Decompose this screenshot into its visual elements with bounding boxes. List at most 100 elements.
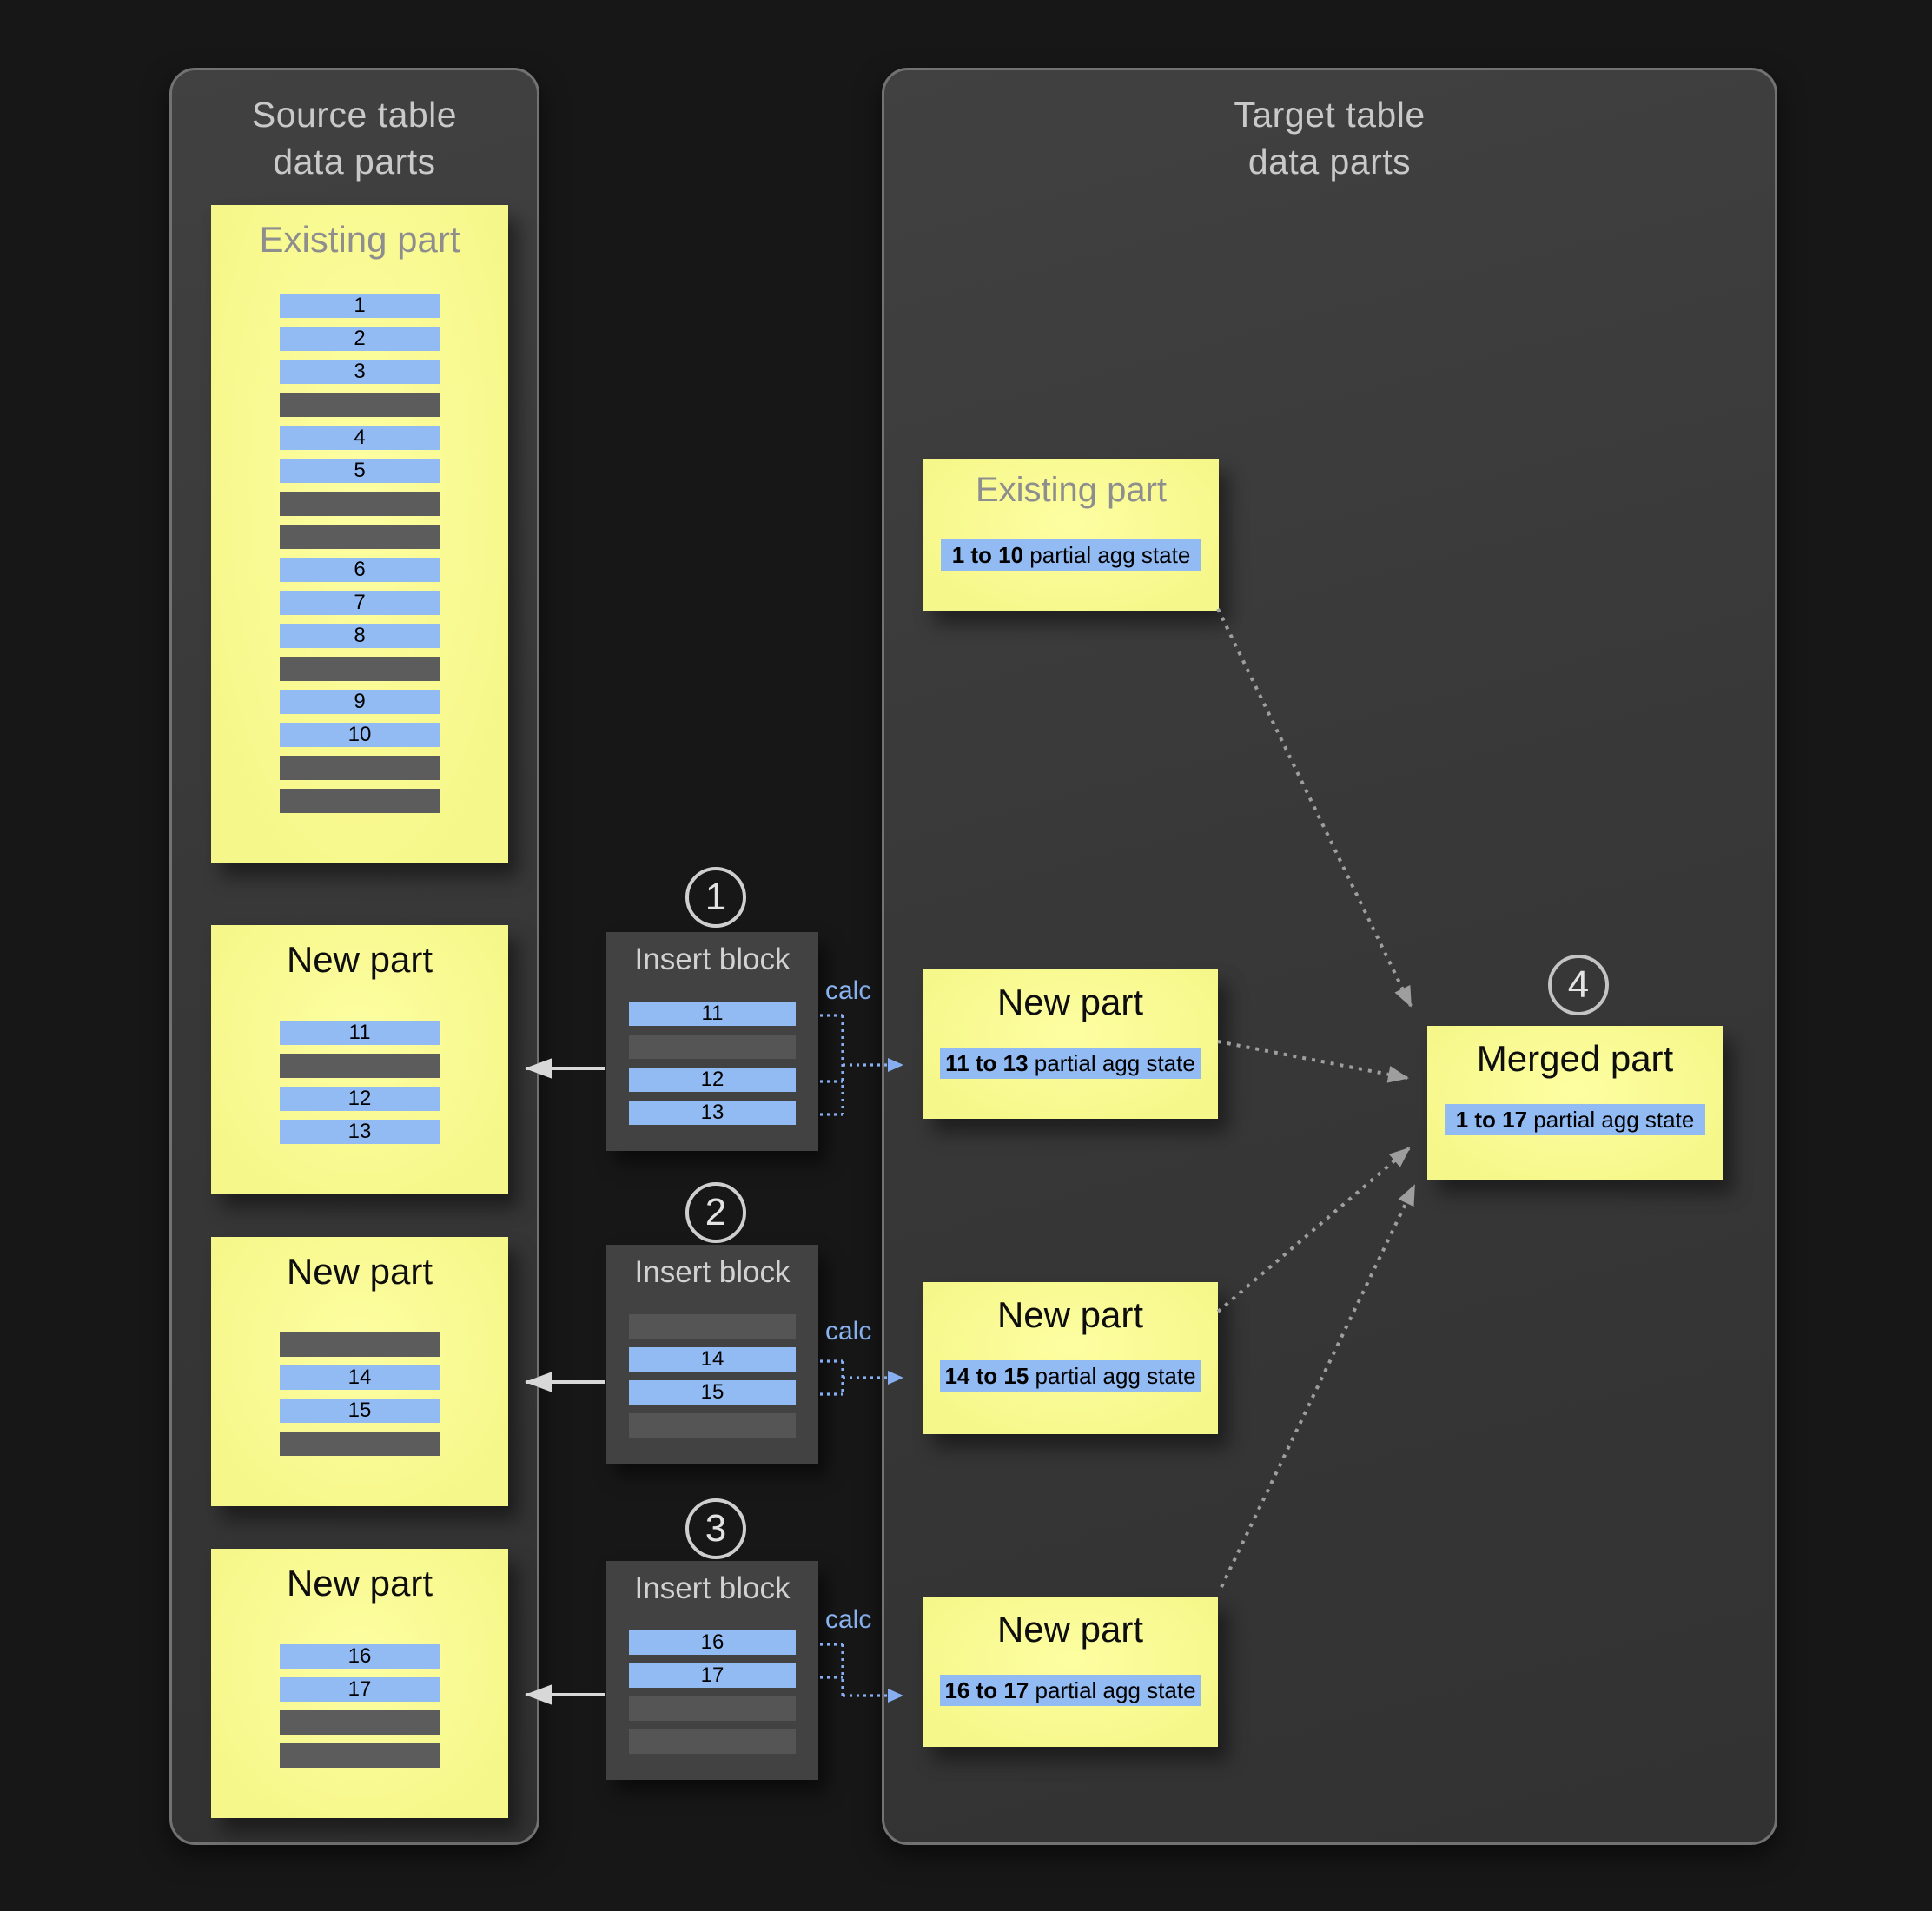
target-new-part-3-title: New part [996, 1609, 1144, 1650]
data-row: 11 [280, 1021, 440, 1045]
insert-block-2-title: Insert block [634, 1255, 791, 1289]
target-new-part-2: New part 14 to 15 partial agg state [923, 1282, 1218, 1434]
empty-row [280, 756, 440, 780]
step-2-badge: 2 [685, 1182, 746, 1243]
agg-suffix: partial agg state [1029, 1362, 1196, 1389]
data-row: 8 [280, 624, 440, 648]
calc-flow-2-collectors [820, 1359, 844, 1396]
step-1-badge: 1 [685, 867, 746, 928]
merged-part-title: Merged part [1476, 1038, 1674, 1079]
target-panel-title-line2: data parts [1247, 142, 1412, 182]
data-row: 15 [280, 1399, 440, 1423]
target-new-part-1-title: New part [996, 982, 1144, 1022]
agg-range: 1 to 17 [1455, 1106, 1528, 1133]
empty-row [629, 1413, 796, 1438]
data-row: 14 [280, 1365, 440, 1390]
calc-label-1: calc [825, 976, 872, 1005]
data-row: 11 [629, 1002, 796, 1026]
empty-row [280, 1054, 440, 1078]
step-3-badge: 3 [685, 1498, 746, 1559]
agg-range: 14 to 15 [944, 1362, 1029, 1389]
step-4-badge: 4 [1548, 955, 1609, 1015]
target-new-part-2-agg-state: 14 to 15 partial agg state [940, 1360, 1201, 1392]
data-row: 15 [629, 1380, 796, 1405]
insert-block-1-title: Insert block [634, 942, 791, 976]
empty-row [280, 1432, 440, 1456]
merged-part-agg-state: 1 to 17 partial agg state [1445, 1104, 1705, 1135]
target-existing-agg-state: 1 to 10 partial agg state [941, 539, 1201, 571]
data-row: 13 [280, 1120, 440, 1144]
source-existing-part: Existing part 1 2 3 4 5 6 7 8 9 10 [211, 205, 508, 863]
empty-row [280, 789, 440, 813]
source-new-part-2-title: New part [286, 1251, 433, 1292]
data-row: 17 [280, 1677, 440, 1702]
empty-row [280, 657, 440, 681]
data-row: 14 [629, 1347, 796, 1372]
target-existing-part: Existing part 1 to 10 partial agg state [923, 459, 1219, 611]
data-row: 3 [280, 360, 440, 384]
agg-suffix: partial agg state [1527, 1106, 1695, 1133]
data-row: 12 [629, 1068, 796, 1092]
data-row: 1 [280, 294, 440, 318]
agg-range: 11 to 13 [945, 1049, 1029, 1076]
empty-row [280, 393, 440, 417]
empty-row [629, 1729, 796, 1754]
merged-part: Merged part 1 to 17 partial agg state [1427, 1026, 1723, 1180]
empty-row [629, 1696, 796, 1721]
source-new-part-1: New part 11 12 13 [211, 925, 508, 1194]
data-row: 16 [280, 1644, 440, 1669]
empty-row [280, 1332, 440, 1357]
empty-row [280, 1710, 440, 1735]
target-new-part-3: New part 16 to 17 partial agg state [923, 1597, 1218, 1747]
target-panel-title: Target table data parts [884, 91, 1775, 185]
data-row: 4 [280, 426, 440, 450]
agg-range: 1 to 10 [951, 541, 1024, 568]
agg-suffix: partial agg state [1023, 541, 1191, 568]
data-row: 7 [280, 591, 440, 615]
empty-row [280, 1743, 440, 1768]
data-row: 6 [280, 558, 440, 582]
target-panel-title-line1: Target table [1234, 95, 1426, 135]
step-3-number: 3 [705, 1507, 727, 1550]
target-table-panel: Target table data parts Existing part 1 … [882, 68, 1777, 1845]
source-new-part-3-title: New part [286, 1563, 433, 1604]
data-row: 9 [280, 690, 440, 714]
source-panel-title-line1: Source table [251, 95, 458, 135]
data-row: 2 [280, 327, 440, 351]
insert-block-1: Insert block 11 12 13 [606, 932, 818, 1151]
source-panel-title: Source table data parts [172, 91, 537, 185]
empty-row [629, 1035, 796, 1059]
calc-flow-1-collectors [820, 1014, 844, 1116]
target-new-part-2-title: New part [996, 1294, 1144, 1335]
data-row: 17 [629, 1663, 796, 1688]
source-new-part-1-rows: 11 12 13 [211, 1021, 508, 1144]
data-row: 10 [280, 723, 440, 747]
agg-suffix: partial agg state [1028, 1049, 1195, 1076]
insert-block-3-title: Insert block [634, 1571, 791, 1605]
data-row: 13 [629, 1101, 796, 1125]
agg-suffix: partial agg state [1029, 1676, 1196, 1703]
source-existing-part-rows: 1 2 3 4 5 6 7 8 9 10 [211, 294, 508, 813]
source-existing-part-title: Existing part [259, 219, 460, 260]
target-new-part-1: New part 11 to 13 partial agg state [923, 969, 1218, 1119]
data-row: 5 [280, 459, 440, 483]
target-new-part-1-agg-state: 11 to 13 partial agg state [940, 1048, 1201, 1079]
data-row: 12 [280, 1087, 440, 1111]
step-1-number: 1 [705, 876, 727, 918]
step-2-number: 2 [705, 1191, 727, 1233]
agg-range: 16 to 17 [944, 1676, 1029, 1703]
calc-flow-3-collectors [820, 1643, 844, 1696]
empty-row [280, 525, 440, 549]
empty-row [629, 1314, 796, 1339]
source-new-part-1-title: New part [286, 939, 433, 980]
